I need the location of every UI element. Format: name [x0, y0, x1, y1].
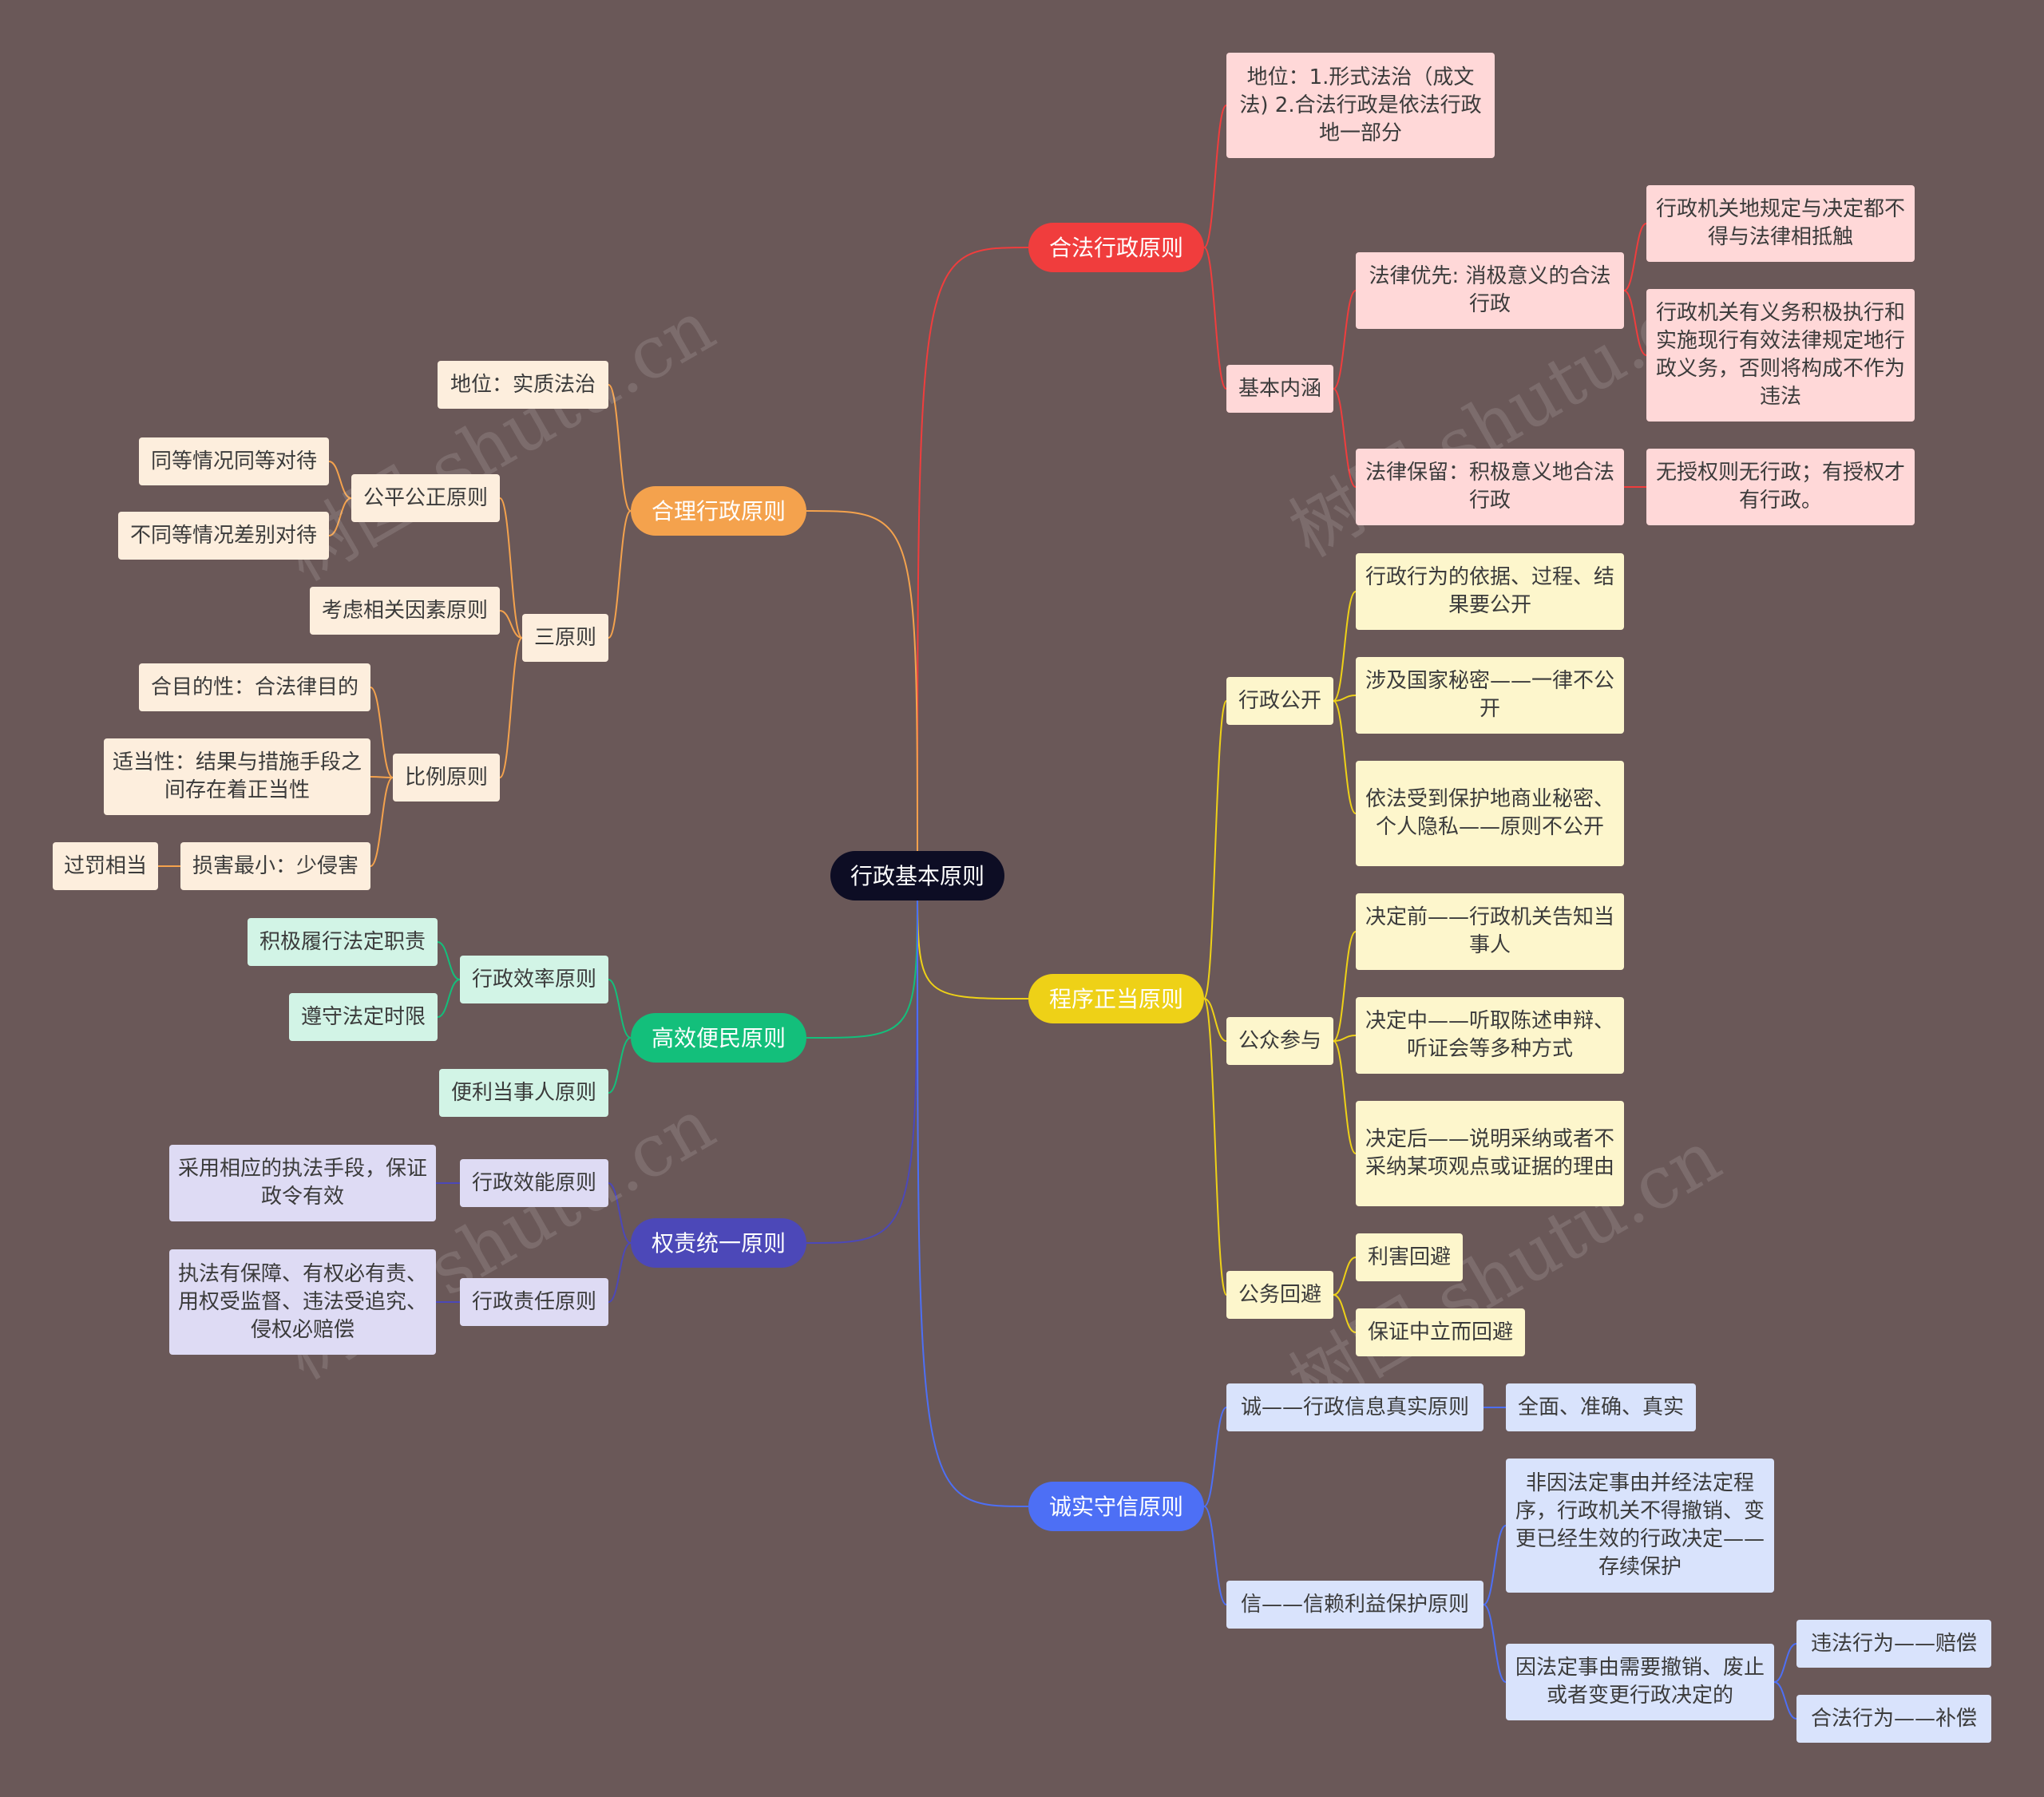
connector-line: [1203, 998, 1227, 1296]
participation-during[interactable]: 决定中——听取陈述申辩、听证会等多种方式: [1356, 997, 1624, 1074]
openness-detail-2[interactable]: 涉及国家秘密——一律不公开: [1356, 657, 1624, 734]
connector-line: [1333, 700, 1357, 814]
administrative-responsibility[interactable]: 行政责任原则: [460, 1278, 608, 1326]
legal-priority-detail-1[interactable]: 行政机关地规定与决定都不得与法律相抵触: [1646, 185, 1915, 262]
efficiency-detail-1[interactable]: 积极履行法定职责: [248, 918, 438, 966]
connector-line: [1333, 1035, 1357, 1042]
connector-line: [1333, 388, 1357, 488]
participation-after[interactable]: 决定后——说明采纳或者不采纳某项观点或证据的理由: [1356, 1101, 1624, 1206]
connector-line: [1203, 247, 1227, 390]
branch-due-process[interactable]: 程序正当原则: [1028, 974, 1204, 1023]
reliance-revocation-case[interactable]: 因法定事由需要撤销、废止或者变更行政决定的: [1506, 1644, 1774, 1720]
proportionality-minimal-harm[interactable]: 损害最小：少侵害: [180, 842, 370, 890]
connector-line: [499, 497, 523, 639]
proportionality-principle[interactable]: 比例原则: [393, 754, 500, 802]
branch-legal-administration[interactable]: 合法行政原则: [1028, 223, 1204, 272]
reasonable-status-note[interactable]: 地位：实质法治: [438, 361, 608, 409]
branch-honesty-trust[interactable]: 诚实守信原则: [1028, 1482, 1204, 1531]
three-principles[interactable]: 三原则: [522, 614, 608, 662]
connector-line: [806, 510, 918, 877]
reliance-continuity-protection[interactable]: 非因法定事由并经法定程序，行政机关不得撤销、变更已经生效的行政决定——存续保护: [1506, 1459, 1774, 1593]
branch-power-responsibility[interactable]: 权责统一原则: [631, 1218, 806, 1268]
connector-line: [499, 637, 523, 778]
connector-line: [608, 979, 632, 1039]
connector-line: [499, 610, 523, 639]
connector-line: [328, 497, 352, 536]
connector-line: [1623, 290, 1647, 356]
connector-line: [917, 247, 1029, 877]
efficiency-detail-2[interactable]: 遵守法定时限: [289, 993, 438, 1041]
connector-line: [328, 461, 352, 499]
truthfulness-detail[interactable]: 全面、准确、真实: [1506, 1383, 1696, 1431]
connector-line: [1203, 105, 1227, 248]
connector-line: [370, 776, 394, 778]
connector-line: [806, 875, 918, 1244]
connector-line: [1773, 1681, 1797, 1720]
relevant-factors-principle[interactable]: 考虑相关因素原则: [310, 587, 500, 635]
connector-line: [437, 979, 461, 1018]
legal-reservation-detail[interactable]: 无授权则无行政；有授权才有行政。: [1646, 449, 1915, 525]
legal-priority-detail-2[interactable]: 行政机关有义务积极执行和实施现行有效法律规定地行政义务，否则将构成不作为违法: [1646, 289, 1915, 422]
connector-line: [1483, 1525, 1507, 1605]
legal-connotation[interactable]: 基本内涵: [1226, 365, 1333, 413]
connector-line: [1203, 998, 1227, 1042]
connector-line: [370, 777, 394, 867]
proportionality-appropriateness[interactable]: 适当性：结果与措施手段之间存在着正当性: [104, 738, 370, 815]
legal-reservation[interactable]: 法律保留：积极意义地合法行政: [1356, 449, 1624, 525]
connector-line: [1333, 1040, 1357, 1154]
participation-before[interactable]: 决定前——行政机关告知当事人: [1356, 893, 1624, 970]
connector-line: [1203, 700, 1227, 999]
fairness-detail-1[interactable]: 同等情况同等对待: [139, 437, 329, 485]
connector-line: [917, 875, 1029, 1507]
penalty-proportionate[interactable]: 过罚相当: [53, 842, 158, 890]
illegal-act-compensation[interactable]: 违法行为——赔偿: [1796, 1620, 1991, 1668]
connector-line: [608, 1182, 632, 1244]
connector-line: [437, 941, 461, 980]
openness-detail-3[interactable]: 依法受到保护地商业秘密、个人隐私——原则不公开: [1356, 761, 1624, 866]
connector-line: [1483, 1604, 1507, 1683]
connector-line: [1333, 1294, 1357, 1333]
branch-reasonable-administration[interactable]: 合理行政原则: [631, 486, 806, 536]
information-truthfulness[interactable]: 诚——行政信息真实原则: [1226, 1383, 1483, 1431]
legal-priority[interactable]: 法律优先: 消极意义的合法行政: [1356, 252, 1624, 329]
administrative-effectiveness[interactable]: 行政效能原则: [460, 1159, 608, 1207]
connector-line: [608, 1037, 632, 1094]
public-participation[interactable]: 公众参与: [1226, 1017, 1333, 1065]
connector-line: [1203, 1407, 1227, 1507]
reliance-interest-protection[interactable]: 信——信赖利益保护原则: [1226, 1581, 1483, 1629]
recusal-interest[interactable]: 利害回避: [1356, 1233, 1463, 1281]
responsibility-detail[interactable]: 执法有保障、有权必有责、用权受监督、违法受追究、侵权必赔偿: [169, 1249, 436, 1355]
administrative-openness[interactable]: 行政公开: [1226, 677, 1333, 725]
connector-line: [1333, 931, 1357, 1042]
connector-line: [1333, 1257, 1357, 1296]
connector-line: [1333, 290, 1357, 390]
connector-line: [608, 510, 632, 639]
administrative-efficiency[interactable]: 行政效率原则: [460, 956, 608, 1003]
proportionality-purpose[interactable]: 合目的性：合法律目的: [139, 663, 370, 711]
connector-line: [370, 687, 394, 778]
branch-efficiency-convenience[interactable]: 高效便民原则: [631, 1013, 806, 1063]
connector-line: [608, 1242, 632, 1303]
root-node[interactable]: 行政基本原则: [830, 851, 1004, 900]
legal-status-note[interactable]: 地位：1.形式法治（成文法) 2.合法行政是依法行政地一部分: [1226, 53, 1495, 158]
party-convenience[interactable]: 便利当事人原则: [439, 1069, 608, 1117]
connector-line: [1623, 223, 1647, 291]
fairness-principle[interactable]: 公平公正原则: [351, 474, 500, 522]
openness-detail-1[interactable]: 行政行为的依据、过程、结果要公开: [1356, 553, 1624, 630]
connector-line: [1333, 695, 1357, 702]
connector-line: [1773, 1643, 1797, 1683]
fairness-detail-2[interactable]: 不同等情况差别对待: [118, 512, 329, 560]
official-recusal[interactable]: 公务回避: [1226, 1271, 1333, 1319]
connector-line: [1203, 1506, 1227, 1605]
effectiveness-detail[interactable]: 采用相应的执法手段，保证政令有效: [169, 1145, 436, 1221]
legal-act-compensation[interactable]: 合法行为——补偿: [1796, 1695, 1991, 1743]
connector-line: [1333, 591, 1357, 702]
connector-line: [608, 384, 632, 512]
recusal-neutrality[interactable]: 保证中立而回避: [1356, 1308, 1525, 1356]
